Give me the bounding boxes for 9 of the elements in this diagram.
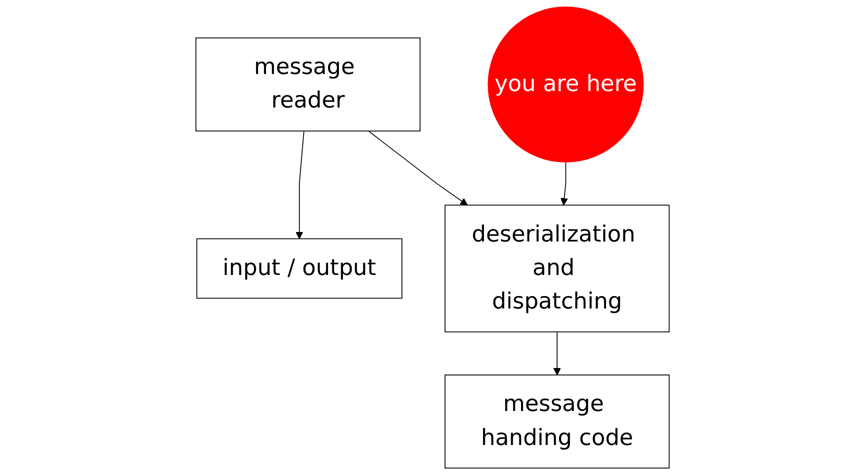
node-box: input / output xyxy=(196,238,402,299)
arrow xyxy=(296,130,304,240)
arrow xyxy=(553,331,561,376)
node-circle: you are here xyxy=(488,6,644,162)
node-box: message handing code xyxy=(444,374,670,469)
arrow xyxy=(368,130,468,206)
node-box: deserialization and dispatching xyxy=(444,204,670,332)
arrow xyxy=(560,162,568,206)
node-box: message reader xyxy=(195,37,420,132)
